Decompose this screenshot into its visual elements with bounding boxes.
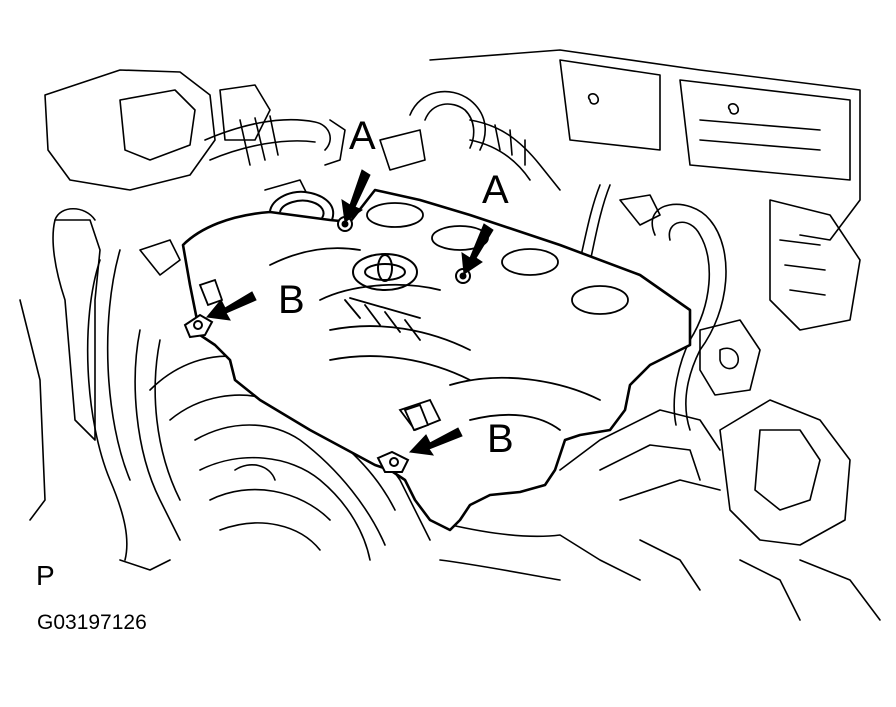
callout-a-right: A bbox=[482, 168, 509, 212]
toyota-emblem-icon bbox=[352, 253, 418, 291]
callout-a-left: A bbox=[349, 114, 376, 158]
callout-b-right: B bbox=[487, 417, 514, 461]
figure-id: G03197126 bbox=[37, 611, 147, 634]
view-label: P bbox=[36, 560, 55, 591]
arrow-b-left-icon bbox=[206, 291, 257, 321]
arrow-a-left-icon bbox=[341, 169, 371, 223]
clip-b-left bbox=[183, 313, 214, 339]
engine-cover bbox=[181, 188, 692, 532]
clip-a-left bbox=[337, 216, 353, 232]
arrow-a-right-icon bbox=[461, 223, 494, 275]
clip-b-right bbox=[376, 450, 410, 473]
arrows bbox=[206, 169, 494, 456]
arrow-b-right-icon bbox=[408, 427, 463, 456]
engine-bay-background bbox=[19, 49, 881, 621]
callout-b-left: B bbox=[278, 278, 305, 322]
